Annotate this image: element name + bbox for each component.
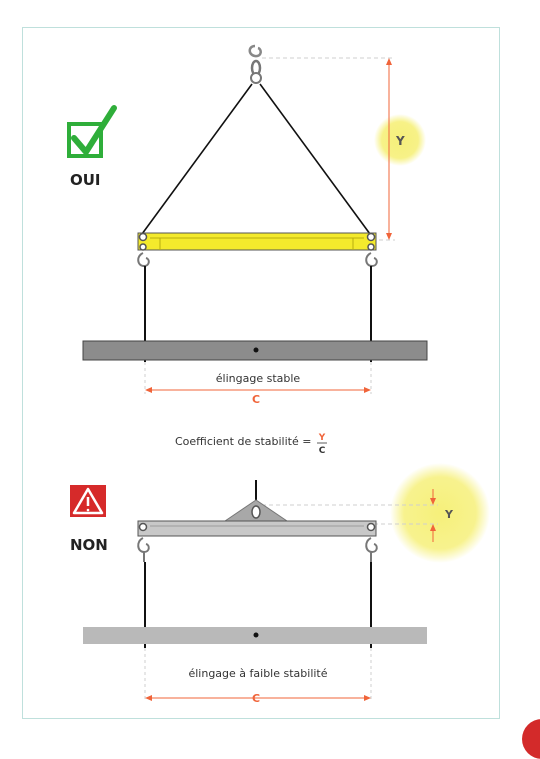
top-sling-label: élingage stable <box>216 372 301 385</box>
check-icon <box>67 105 117 158</box>
top-lower-hooks-icon <box>137 252 378 268</box>
yellow-spreader-beam <box>137 232 377 251</box>
top-c-label: C <box>252 393 260 406</box>
formula-text: Coefficient de stabilité = <box>175 435 311 448</box>
bottom-load-bar <box>83 627 427 644</box>
diagram-frame <box>22 27 500 719</box>
top-c-dimension <box>144 362 372 394</box>
bottom-c-label: C <box>252 692 260 705</box>
formula-denominator: C <box>319 446 326 456</box>
crane-hook-icon <box>248 44 262 84</box>
bottom-sling-label: élingage à faible stabilité <box>188 667 327 680</box>
lifting-diagram: OUI Y <box>67 44 490 705</box>
top-y-label: Y <box>395 134 405 148</box>
formula-numerator: Y <box>318 433 326 443</box>
top-slings <box>141 83 371 235</box>
bottom-lower-hooks-icon <box>137 537 378 562</box>
lifting-lug <box>223 499 289 522</box>
warning-icon <box>70 485 106 517</box>
bottom-c-dimension <box>144 648 372 702</box>
oui-label: OUI <box>70 171 101 189</box>
bottom-highlight <box>390 463 490 563</box>
bottom-y-label: Y <box>444 508 454 521</box>
top-y-dimension <box>262 57 395 241</box>
gray-spreader-beam <box>137 520 377 537</box>
non-label: NON <box>70 536 108 554</box>
top-load-bar <box>82 340 428 361</box>
top-highlight <box>374 114 426 166</box>
